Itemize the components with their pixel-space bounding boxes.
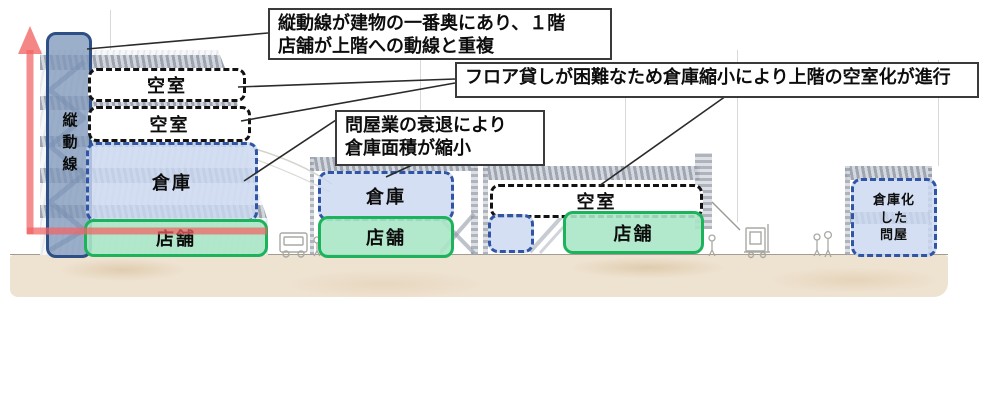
b3-small-warehouse-box: [488, 214, 534, 253]
building4-left-wall: [845, 166, 850, 255]
room-label: 空室: [576, 192, 617, 212]
callout-text-line: 店舗が上階への動線と重複: [278, 35, 494, 56]
pencil-guide-line: [737, 50, 738, 222]
room-label: 店舗: [613, 223, 654, 244]
building4-roof-slab: [845, 166, 932, 180]
building3-roof-slab: [483, 166, 700, 180]
b1-vacant-room-lower: 空室: [88, 106, 251, 142]
ground-line: [10, 254, 948, 255]
b1-shop-room: 店舗: [84, 219, 268, 257]
room-label: 倉庫: [366, 187, 406, 207]
room-label: 店舗: [366, 228, 406, 248]
callout-text-line: フロア貸しが困難なため倉庫縮小により上階の空室化が進行: [465, 67, 951, 87]
b2-shop-room: 店舗: [318, 216, 454, 258]
building2-left-wall: [310, 157, 314, 255]
room-label: 空室: [147, 76, 187, 96]
callout-vacancy-progress: フロア貸しが困難なため倉庫縮小により上階の空室化が進行: [455, 62, 979, 98]
pencil-guide-line: [938, 60, 939, 166]
pencil-guide-line: [110, 10, 111, 54]
building2-right-wall: [471, 157, 478, 255]
room-label: 店舗: [156, 229, 196, 249]
callout-text-line: 縦動線が建物の一番奥にあり、１階: [278, 13, 566, 33]
callout-wholesale-decline: 問屋業の衰退により 倉庫面積が縮小: [335, 110, 545, 166]
b3-shop-room: 店舗: [563, 211, 704, 254]
callout-text-line: 倉庫面積が縮小: [345, 137, 471, 158]
callout-circulation-overlap: 縦動線が建物の一番奥にあり、１階 店舗が上階への動線と重複: [268, 8, 612, 60]
room-label: 倉庫化 した 問屋: [872, 192, 915, 243]
b4-warehoused-wholesaler-room: 倉庫化 した 問屋: [851, 178, 937, 257]
b1-vacant-room-upper: 空室: [88, 68, 246, 102]
ground-strip: [10, 255, 948, 297]
room-label: 空室: [149, 115, 190, 135]
room-label: 倉庫: [152, 173, 192, 193]
arrow-head: [18, 26, 42, 54]
forklift-sketch: [744, 224, 770, 259]
b1-warehouse-room: 倉庫: [86, 142, 258, 222]
pedestrian-sketch: [708, 234, 716, 257]
callout-text-line: 問屋業の衰退により: [345, 115, 507, 135]
b2-warehouse-room: 倉庫: [318, 171, 454, 221]
building3-left-wall: [483, 166, 488, 255]
floor-slab: [40, 55, 268, 70]
vertical-circulation-label: 縦動線: [60, 112, 78, 178]
